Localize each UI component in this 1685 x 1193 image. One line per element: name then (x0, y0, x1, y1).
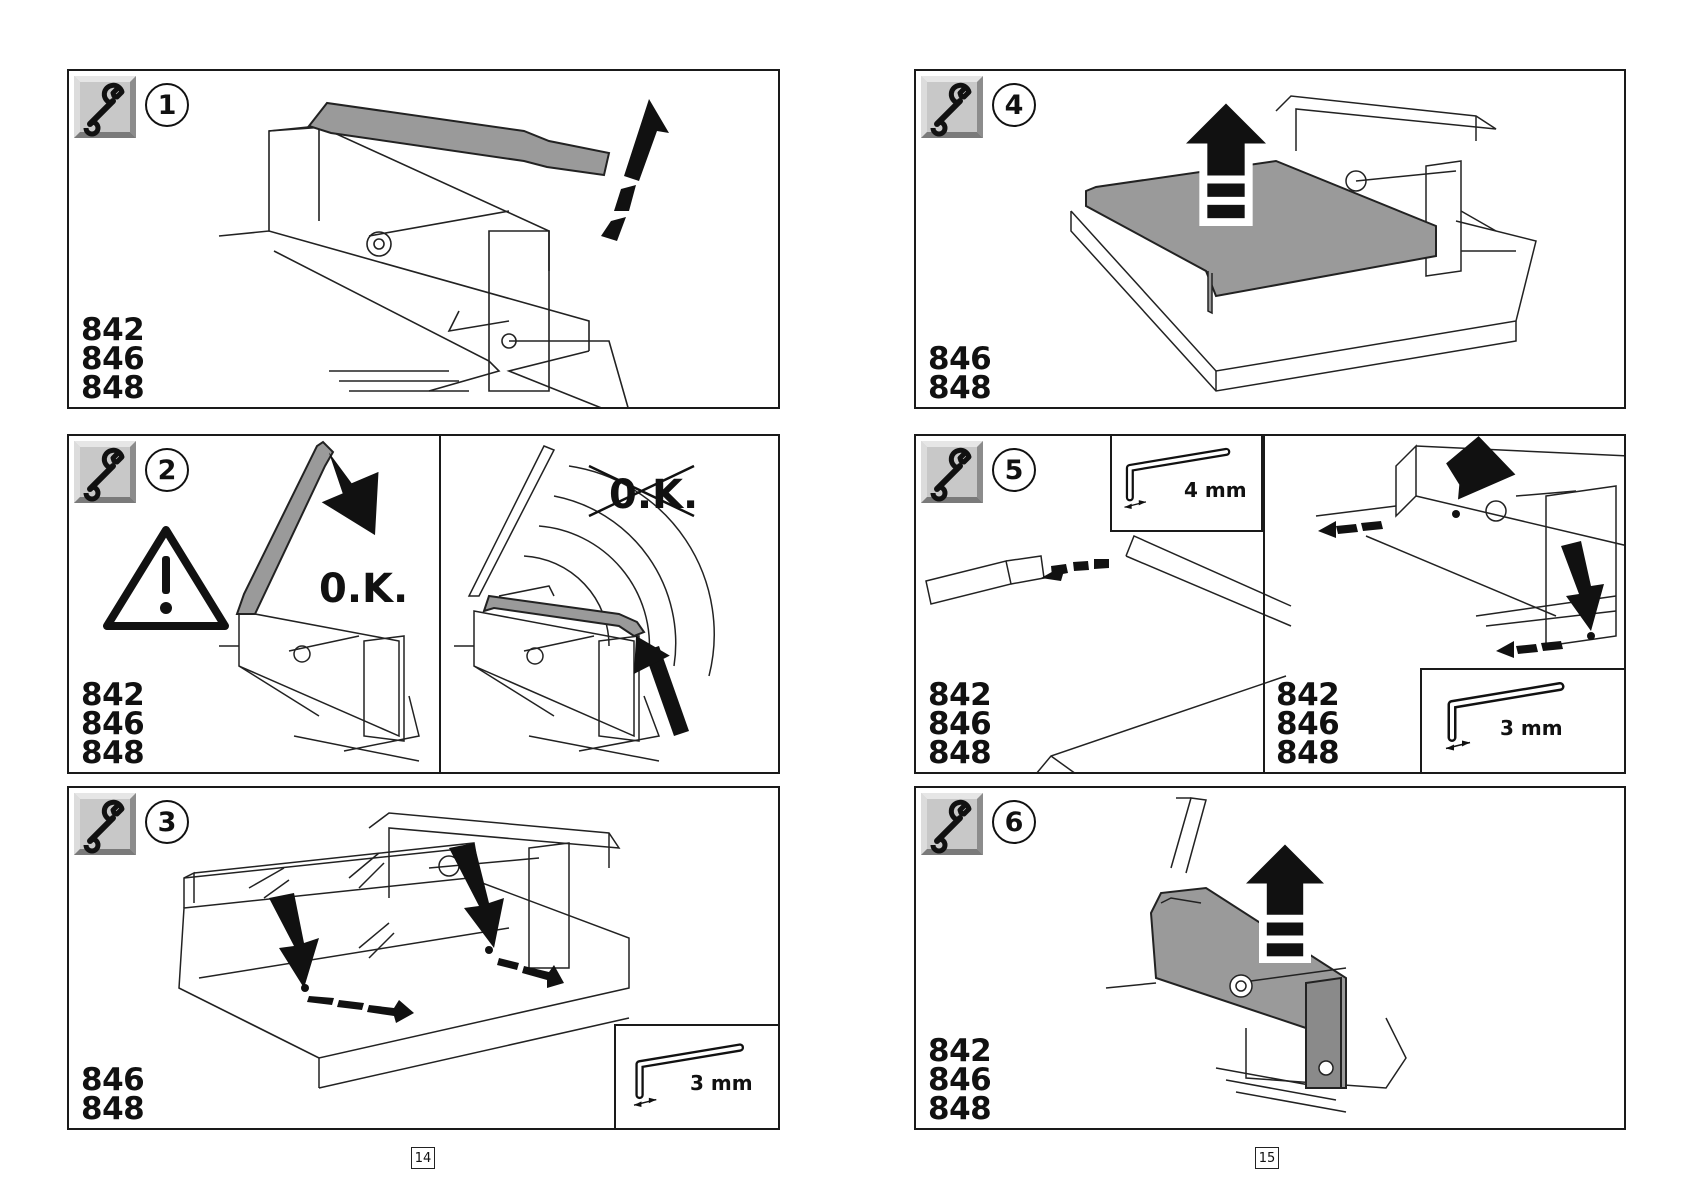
step-number: 3 (145, 800, 189, 844)
panel-divider (439, 436, 441, 772)
wrench-icon (920, 75, 984, 139)
step-number: 4 (992, 83, 1036, 127)
hex-key-inset-right: 3 mm (1420, 668, 1626, 774)
page-number-left: 14 (411, 1147, 435, 1169)
not-ok-label: 0.K. (609, 472, 698, 518)
hex-key-size: 3 mm (1500, 716, 1563, 740)
step-number: 5 (992, 448, 1036, 492)
wrench-icon (73, 75, 137, 139)
step-number: 2 (145, 448, 189, 492)
step-number: 6 (992, 800, 1036, 844)
hex-key-size: 3 mm (690, 1071, 753, 1095)
wrench-icon (73, 440, 137, 504)
hex-key-inset-left: 4 mm (1110, 434, 1263, 532)
page-number-right: 15 (1255, 1147, 1279, 1169)
ok-label: 0.K. (319, 566, 408, 612)
hex-key-size: 4 mm (1184, 478, 1247, 502)
wrench-icon (920, 792, 984, 856)
warning-icon (107, 530, 225, 626)
wrench-icon (920, 440, 984, 504)
wrench-icon (73, 792, 137, 856)
hex-key-inset: 3 mm (614, 1024, 780, 1130)
step-number: 1 (145, 83, 189, 127)
